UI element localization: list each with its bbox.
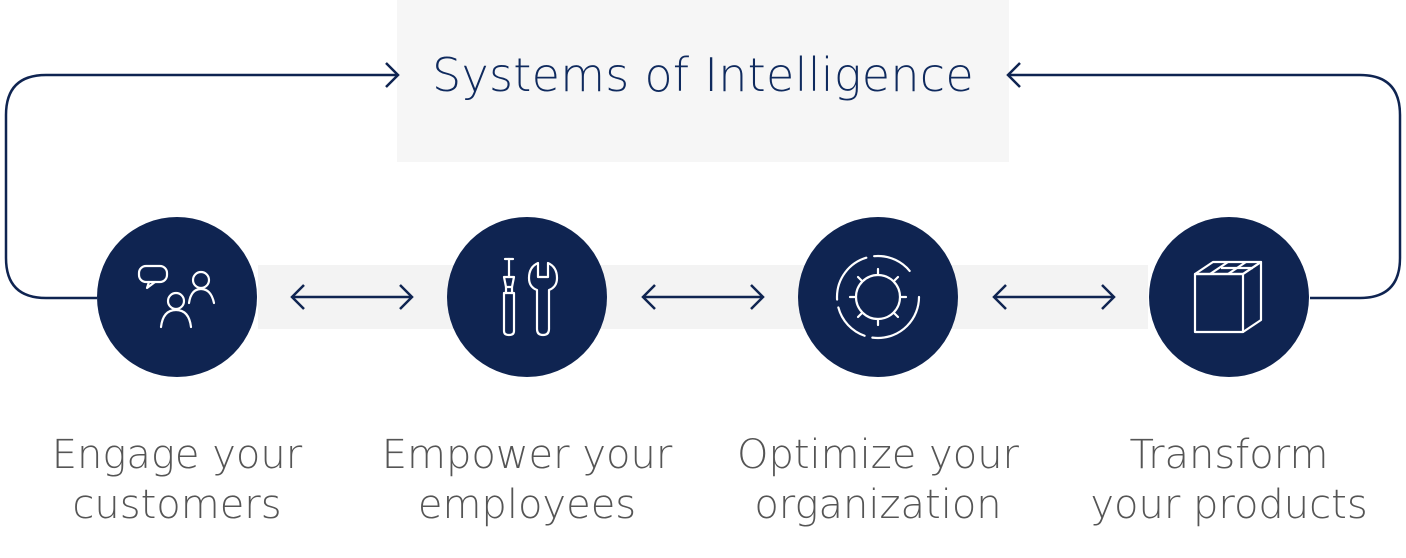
left-loop-line: [4, 73, 398, 300]
tools-icon: [502, 257, 559, 337]
label-empower: Empower your employees: [357, 430, 697, 530]
node-empower-employees: [447, 217, 607, 377]
gear-icon: [835, 254, 921, 340]
double-arrow-2: [641, 284, 765, 310]
box-icon: [1193, 260, 1263, 334]
label-transform: Transform your products: [1059, 430, 1399, 530]
double-arrow-1: [290, 284, 414, 310]
right-loop-arrowhead: [1006, 62, 1021, 88]
label-transform-line1: Transform: [1129, 432, 1329, 478]
people-chat-icon: [137, 264, 216, 329]
label-engage-line1: Engage your: [51, 432, 303, 478]
node-engage-customers: [97, 217, 257, 377]
label-engage: Engage your customers: [7, 430, 347, 530]
label-engage-line2: customers: [72, 482, 282, 528]
label-optimize: Optimize your organization: [708, 430, 1048, 530]
left-loop-arrowhead: [385, 62, 400, 88]
node-optimize-organization: [798, 217, 958, 377]
label-empower-line1: Empower your: [381, 432, 673, 478]
label-optimize-line2: organization: [754, 482, 1002, 528]
label-optimize-line1: Optimize your: [736, 432, 1019, 478]
label-empower-line2: employees: [417, 482, 637, 528]
right-loop-line: [1008, 73, 1402, 300]
diagram-title: Systems of Intelligence: [431, 48, 975, 102]
double-arrow-3: [992, 284, 1116, 310]
label-transform-line2: your products: [1090, 482, 1368, 528]
title-box: [397, 0, 1009, 162]
node-transform-products: [1149, 217, 1309, 377]
